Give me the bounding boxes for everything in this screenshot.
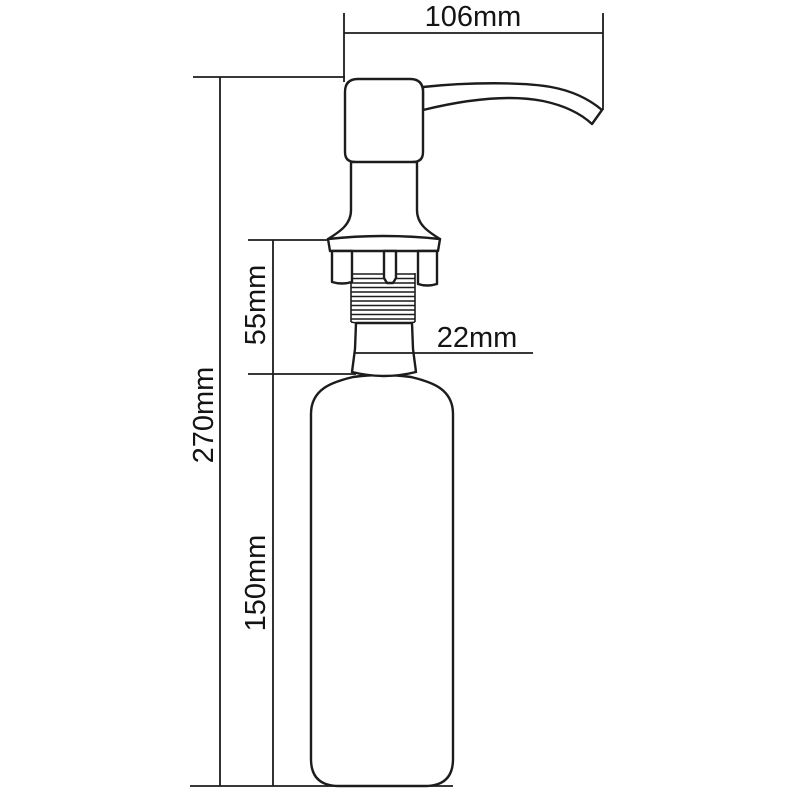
- spout-outline: [421, 82, 604, 126]
- neck-collar: [350, 321, 418, 378]
- dimension-lines: [190, 13, 604, 787]
- mount-tab-left: [330, 249, 354, 285]
- dim-label-neck-diameter: 22mm: [437, 322, 518, 354]
- mount-tab-right: [416, 249, 439, 287]
- flange-plate: [326, 234, 442, 253]
- center-post: [382, 249, 398, 285]
- dim-label-overall-height: 270mm: [188, 367, 220, 464]
- dim-label-bottle-height: 150mm: [240, 535, 272, 632]
- dimension-labels: 106mm 270mm 55mm 22mm 150mm: [188, 1, 521, 631]
- bottle-outline: [309, 373, 455, 788]
- dispenser-outline: [309, 77, 604, 788]
- pump-neck-outline: [326, 160, 442, 241]
- dim-label-pump-section-height: 55mm: [240, 265, 272, 346]
- dim-label-spout-reach: 106mm: [425, 1, 522, 33]
- threaded-shank: [350, 273, 416, 327]
- pump-head-outline: [343, 77, 425, 167]
